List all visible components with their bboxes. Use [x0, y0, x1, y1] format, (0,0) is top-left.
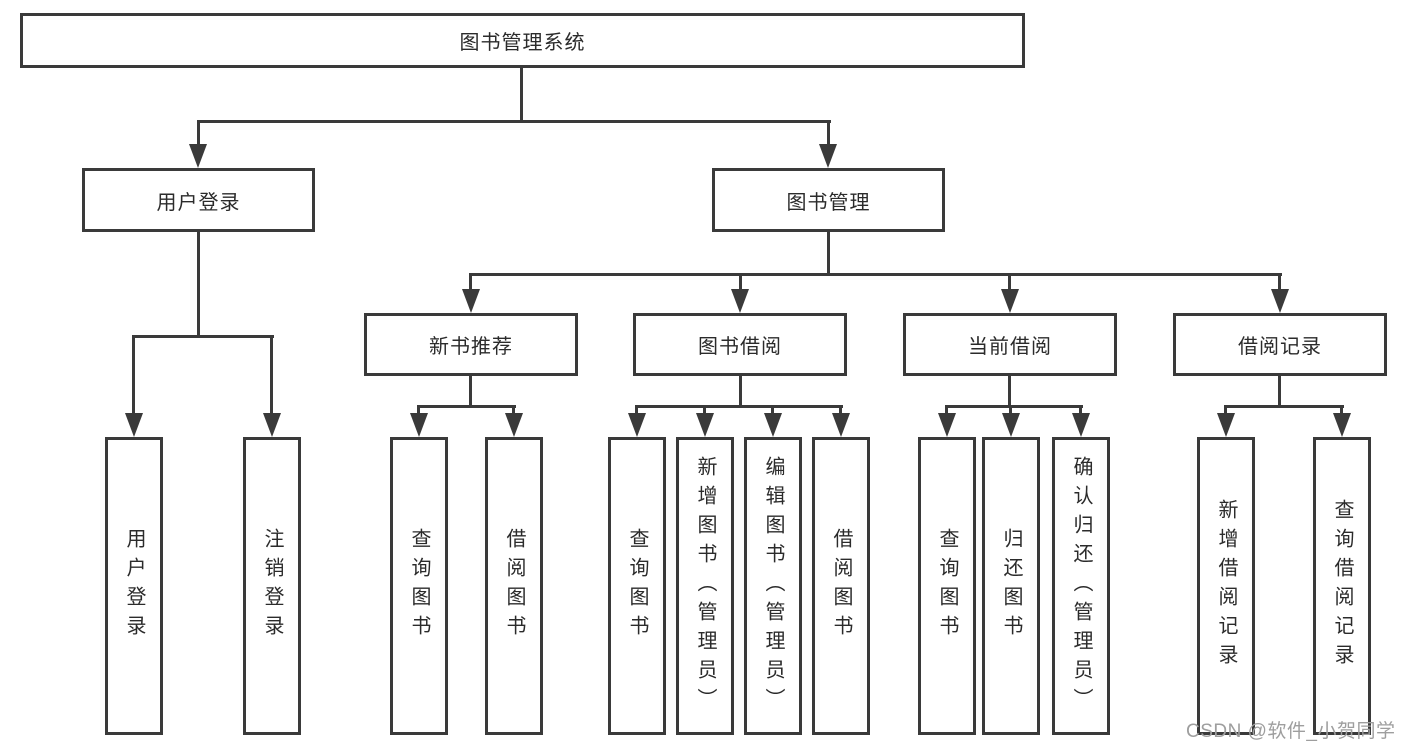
leaf-current-query-books: 查询图书 [918, 437, 976, 735]
arrowhead-icon [1072, 413, 1090, 437]
leaf-current-return-books-label: 归还图书 [1000, 528, 1022, 644]
leaf-borrow-add-books: 新增图书（管理员） [676, 437, 734, 735]
leaf-current-query-books-label: 查询图书 [936, 528, 958, 644]
leaf-logout-label: 注销登录 [261, 528, 283, 644]
leaf-current-return-books: 归还图书 [982, 437, 1040, 735]
leaf-logout: 注销登录 [243, 437, 301, 735]
node-root-label: 图书管理系统 [459, 32, 586, 54]
arrowhead-icon [764, 413, 782, 437]
leaf-new-borrow-books-label: 借阅图书 [503, 528, 525, 644]
node-current-borrow: 当前借阅 [903, 313, 1117, 376]
connector-line [417, 405, 516, 408]
connector-line [197, 232, 200, 336]
leaf-borrow-query-books: 查询图书 [608, 437, 666, 735]
node-borrow-records: 借阅记录 [1173, 313, 1387, 376]
arrowhead-icon [628, 413, 646, 437]
connector-line [520, 68, 523, 122]
leaf-borrow-add-books-label: 新增图书（管理员） [694, 455, 716, 717]
arrowhead-icon [938, 413, 956, 437]
arrowhead-icon [1333, 413, 1351, 437]
node-book-management: 图书管理 [712, 168, 945, 232]
connector-line [827, 120, 830, 148]
connector-line [1278, 273, 1281, 293]
node-book-borrow: 图书借阅 [633, 313, 847, 376]
arrowhead-icon [263, 413, 281, 437]
watermark: CSDN @软件_小贺同学 [1186, 721, 1396, 742]
connector-line [1224, 405, 1344, 408]
leaf-records-query-record: 查询借阅记录 [1313, 437, 1371, 735]
arrowhead-icon [731, 289, 749, 313]
arrowhead-icon [1001, 289, 1019, 313]
connector-line [197, 120, 200, 148]
arrowhead-icon [189, 144, 207, 168]
leaf-user-login-label: 用户登录 [123, 528, 145, 644]
leaf-new-query-books: 查询图书 [390, 437, 448, 735]
connector-line [270, 335, 273, 420]
leaf-borrow-borrow-books: 借阅图书 [812, 437, 870, 735]
connector-line [132, 335, 135, 420]
connector-line [1008, 273, 1011, 293]
leaf-borrow-edit-books-label: 编辑图书（管理员） [762, 455, 784, 717]
arrowhead-icon [505, 413, 523, 437]
arrowhead-icon [1271, 289, 1289, 313]
arrowhead-icon [1217, 413, 1235, 437]
leaf-new-borrow-books: 借阅图书 [485, 437, 543, 735]
arrowhead-icon [462, 289, 480, 313]
arrowhead-icon [1002, 413, 1020, 437]
connector-line [739, 376, 742, 408]
leaf-borrow-borrow-books-label: 借阅图书 [830, 528, 852, 644]
node-user-login-label: 用户登录 [156, 191, 241, 214]
connector-line [635, 405, 843, 408]
leaf-records-query-record-label: 查询借阅记录 [1331, 499, 1353, 673]
arrowhead-icon [832, 413, 850, 437]
node-user-login: 用户登录 [82, 168, 315, 232]
leaf-current-confirm-return-label: 确认归还（管理员） [1070, 455, 1092, 717]
leaf-borrow-query-books-label: 查询图书 [626, 528, 648, 644]
node-borrow-records-label: 借阅记录 [1238, 336, 1322, 358]
node-current-borrow-label: 当前借阅 [968, 336, 1052, 358]
connector-line [133, 335, 274, 338]
leaf-new-query-books-label: 查询图书 [408, 528, 430, 644]
node-new-book-recommend: 新书推荐 [364, 313, 578, 376]
connector-line [827, 232, 830, 276]
node-book-borrow-label: 图书借阅 [698, 336, 782, 358]
connector-line [469, 273, 472, 293]
leaf-borrow-edit-books: 编辑图书（管理员） [744, 437, 802, 735]
arrowhead-icon [819, 144, 837, 168]
connector-line [1278, 376, 1281, 408]
leaf-records-add-record-label: 新增借阅记录 [1215, 499, 1237, 673]
connector-line [1008, 376, 1011, 408]
leaf-user-login: 用户登录 [105, 437, 163, 735]
connector-line [945, 405, 1083, 408]
arrowhead-icon [410, 413, 428, 437]
node-root: 图书管理系统 [20, 13, 1025, 68]
connector-line [469, 273, 1282, 276]
node-new-book-recommend-label: 新书推荐 [429, 336, 513, 358]
leaf-records-add-record: 新增借阅记录 [1197, 437, 1255, 735]
arrowhead-icon [696, 413, 714, 437]
leaf-current-confirm-return: 确认归还（管理员） [1052, 437, 1110, 735]
node-book-management-label: 图书管理 [786, 191, 871, 214]
connector-line [197, 120, 831, 123]
connector-line [469, 376, 472, 408]
arrowhead-icon [125, 413, 143, 437]
connector-line [739, 273, 742, 293]
